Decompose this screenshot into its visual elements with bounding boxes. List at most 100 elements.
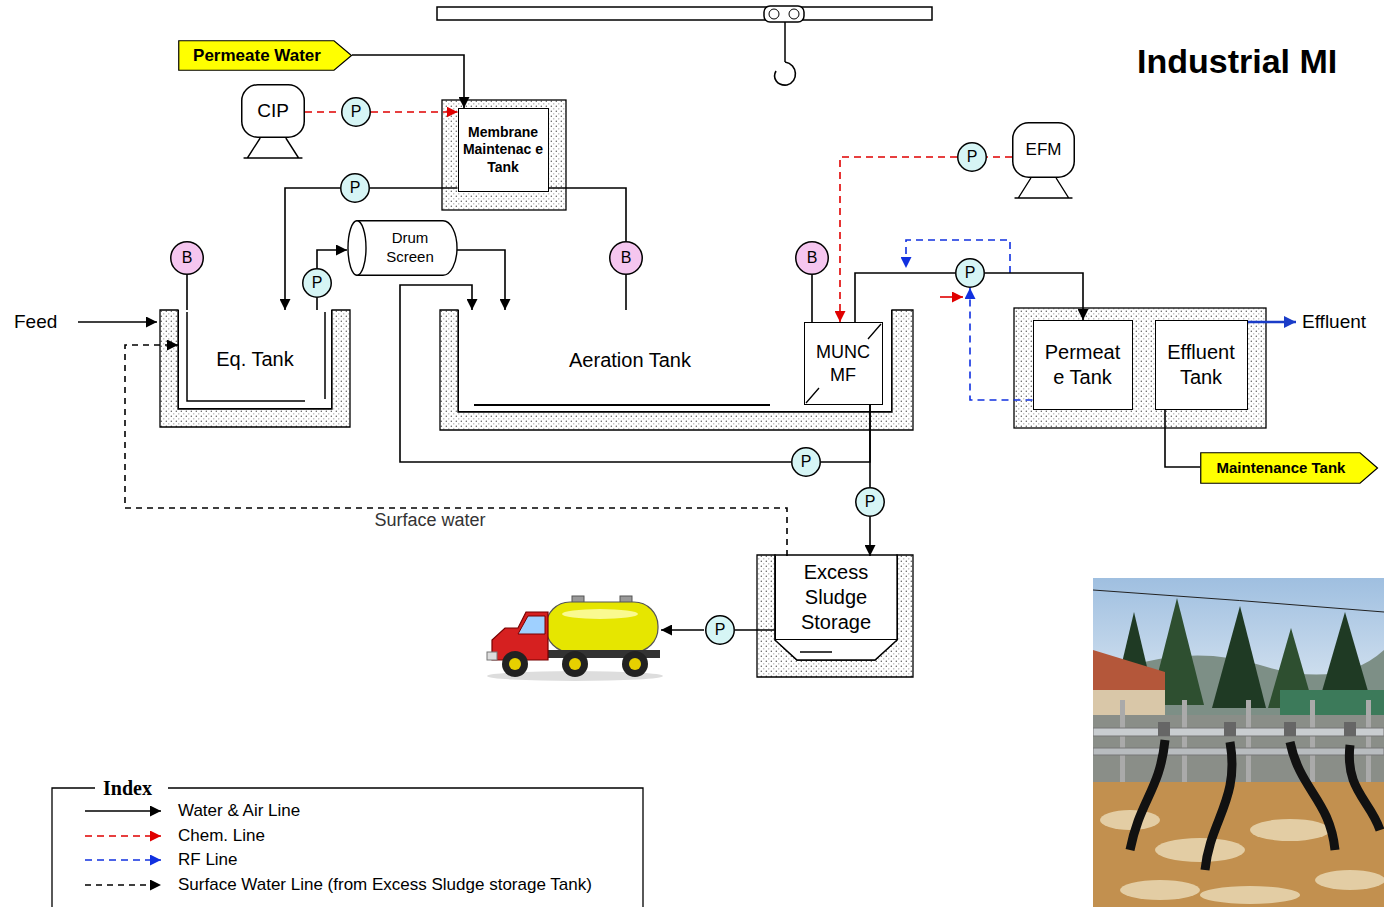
overhead-crane [437,6,932,85]
rect-shape [1246,700,1251,790]
symbol-circle [610,242,643,275]
tank-legs [1015,178,1073,198]
tank-legs [244,138,303,158]
pipe-line [821,405,870,462]
circle-shape [629,658,641,670]
blower-symbol: B [609,241,643,275]
rect-shape [1284,722,1296,736]
node-text-wrap: Effluent Tank [1156,321,1247,409]
pipe-line [855,273,955,322]
node-text-wrap: Permeate Water [178,40,352,71]
symbol-circle [792,448,821,477]
pipe-line [285,188,340,310]
path-shape [78,321,157,323]
edge-label: Surface water [371,510,488,532]
symbol-circle [796,242,829,275]
tank-box: Effluent Tank [1155,320,1248,410]
pipe-line [457,250,505,310]
node-text-wrap: P [957,142,987,172]
circle-shape [789,9,799,19]
node-text-wrap: EFM [1012,122,1075,178]
pipe-line [985,273,1083,320]
destination-label-arrow: Maintenance Tank [1200,452,1378,484]
legend-text: Surface Water Line (from Excess Sludge s… [178,874,592,895]
flow-label: Feed [12,310,59,334]
tank-box: Aeration TankMUNC MF [458,310,892,412]
rect-shape [487,652,497,660]
node-text-wrap: P [705,615,735,645]
node-text: B [807,248,818,268]
node-text: Effluent Tank [1160,340,1243,390]
node-text-wrap: P [302,268,332,298]
pipe-line [840,157,957,322]
chemical-tank: CIP [241,84,305,138]
node-text: MUNC MF [809,341,878,386]
node-text: Permeate Water [193,45,321,66]
node-text-wrap: P [855,487,885,517]
path-shape [85,810,161,812]
pipe-line [316,298,318,310]
rect-shape [1033,320,1132,410]
symbol-circle [303,269,332,298]
node-text: P [965,263,976,283]
pipe-line [352,55,464,108]
circle-shape [502,651,528,677]
node-text: P [865,492,876,512]
node-text: P [801,452,812,472]
circle-shape [509,658,521,670]
node-text-wrap: Membrane Maintenac e Tank [459,109,548,191]
line-shape [474,404,770,406]
flow-label: Effluent [1300,310,1368,334]
path-shape [52,788,643,907]
rect-shape [1120,700,1125,790]
legend-text: Water & Air Line [178,800,300,821]
rect-shape [546,602,658,652]
symbol-circle [956,259,985,288]
pipe-line [370,187,458,189]
pipe-line [970,288,1033,400]
blower-symbol: B [795,241,829,275]
rect-shape [1093,748,1384,755]
tank-internals [187,312,832,652]
pump-symbol: P [341,97,371,127]
ellipse-shape [1155,838,1245,862]
rect-shape [1093,782,1384,907]
site-photo [1093,578,1384,907]
polygon-shape [518,616,545,634]
rect-shape [442,100,566,210]
circle-shape [569,658,581,670]
chemical-tank: EFM [1012,122,1075,178]
pipe-line [317,250,347,268]
pipe-line [549,188,627,241]
source-label-arrow: Permeate Water [178,40,352,71]
drum-end [348,221,366,276]
pipe-line [186,275,188,310]
node-text-wrap: P [341,97,371,127]
path-shape [940,296,963,298]
node-text-wrap: P [955,258,985,288]
rect-shape [1158,722,1170,736]
line-shape [324,312,326,399]
rect-shape [1344,722,1356,736]
pipe-line [125,345,787,556]
line-shape [784,22,786,62]
polygon-shape [1212,606,1266,708]
ellipse-shape [1100,810,1160,830]
ellipse-shape [1315,870,1384,890]
node-text: B [621,248,632,268]
rect-shape [1182,700,1187,790]
drum-screen: Drum Screen [347,220,457,276]
node-text-wrap: Drum Screen [347,220,457,276]
tank-body [242,85,305,138]
node-text: P [312,273,323,293]
node-text-wrap: Excess Sludge Storage [776,556,897,639]
rect-shape [437,7,932,20]
rect-shape [1366,700,1371,790]
blower-symbol: B [170,241,204,275]
path-shape [85,835,161,837]
legend-text: Chem. Line [178,825,265,846]
ellipse-shape [1200,886,1300,904]
node-text-wrap: B [795,241,829,275]
